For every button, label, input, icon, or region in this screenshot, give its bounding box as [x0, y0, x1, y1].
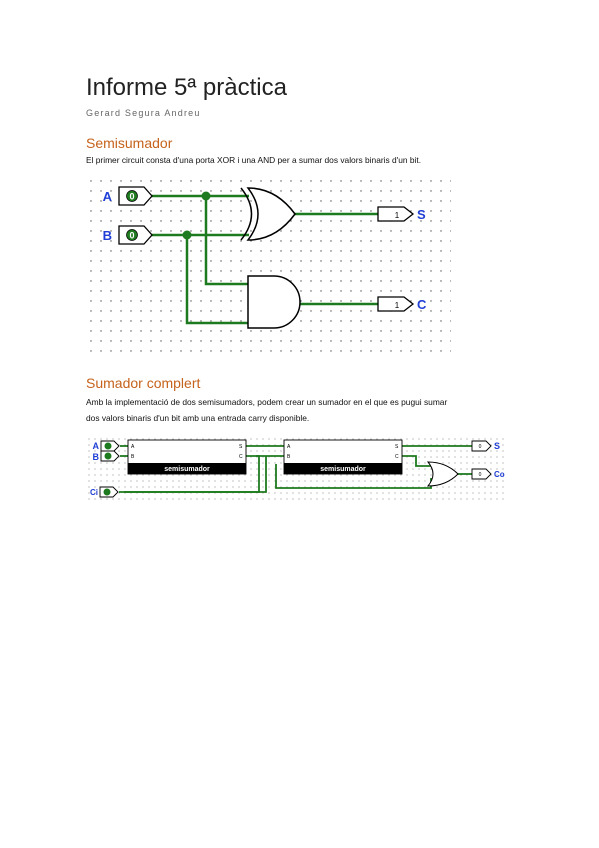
document-title: Informe 5ª pràctica	[86, 74, 287, 101]
label-co: Co	[494, 470, 505, 479]
label-a: A	[103, 189, 113, 204]
wires-2	[119, 445, 472, 493]
author-name: Gerard Segura Andreu	[86, 108, 201, 118]
wire-b-and	[185, 235, 249, 325]
output-pin-c: 1	[377, 296, 415, 312]
section-text-line1: Amb la implementació de dos semisumadors…	[86, 397, 448, 407]
semisumador-block-1: semisumador A B S C	[127, 439, 247, 475]
block-2-label: semisumador	[320, 466, 366, 473]
output-c-value: 1	[395, 301, 400, 310]
input-pin-a-2[interactable]	[100, 440, 120, 452]
and-gate	[247, 275, 301, 329]
label-a-2: A	[93, 441, 100, 451]
block-2-pin-b: B	[287, 454, 291, 460]
label-s: S	[417, 207, 426, 222]
input-pin-a[interactable]: 0	[118, 186, 153, 206]
xor-gate	[240, 187, 296, 241]
or-gate	[426, 461, 459, 487]
label-ci: Ci	[90, 488, 98, 497]
block-1-pin-a: A	[131, 444, 135, 450]
section-heading-sumador-complert: Sumador complert	[86, 375, 201, 391]
section-text-line2: dos valors binaris d'un bit amb una entr…	[86, 413, 310, 423]
block-1-label: semisumador	[164, 466, 210, 473]
output-s-2-value: 0	[479, 444, 482, 450]
output-pin-s-2: 0	[471, 440, 492, 452]
wires	[149, 194, 378, 325]
label-c: C	[417, 297, 427, 312]
junction-b	[182, 230, 192, 240]
semisumador-block-2: semisumador A B S C	[283, 439, 403, 475]
half-adder-circuit-diagram: 0 A 0 B 1 S 1 C	[86, 176, 451, 356]
section-text-semisumador: El primer circuit consta d'una porta XOR…	[86, 155, 422, 165]
block-2-pin-c: C	[395, 454, 399, 460]
block-1-pin-c: C	[239, 454, 243, 460]
pin-b-value: 0	[129, 231, 134, 241]
input-pin-ci[interactable]	[99, 486, 119, 498]
label-b: B	[103, 228, 112, 243]
block-1-pin-s: S	[239, 444, 243, 450]
block-2-pin-a: A	[287, 444, 291, 450]
block-2-pin-s: S	[395, 444, 399, 450]
input-pin-b-2[interactable]	[100, 450, 120, 462]
label-s-2: S	[494, 441, 500, 451]
output-pin-co: 0	[471, 468, 492, 480]
block-1-pin-b: B	[131, 454, 135, 460]
pin-a-value: 0	[129, 192, 134, 202]
section-heading-semisumador: Semisumador	[86, 135, 173, 151]
label-b-2: B	[93, 452, 100, 462]
output-pin-s: 1	[377, 206, 415, 222]
output-s-value: 1	[395, 211, 400, 220]
input-pin-b[interactable]: 0	[118, 225, 153, 245]
wire-a-and	[204, 196, 249, 286]
junction-a	[201, 191, 211, 201]
output-co-value: 0	[479, 472, 482, 478]
full-adder-circuit-diagram: A B Ci semisumador A B S C semisumador A…	[86, 436, 508, 500]
